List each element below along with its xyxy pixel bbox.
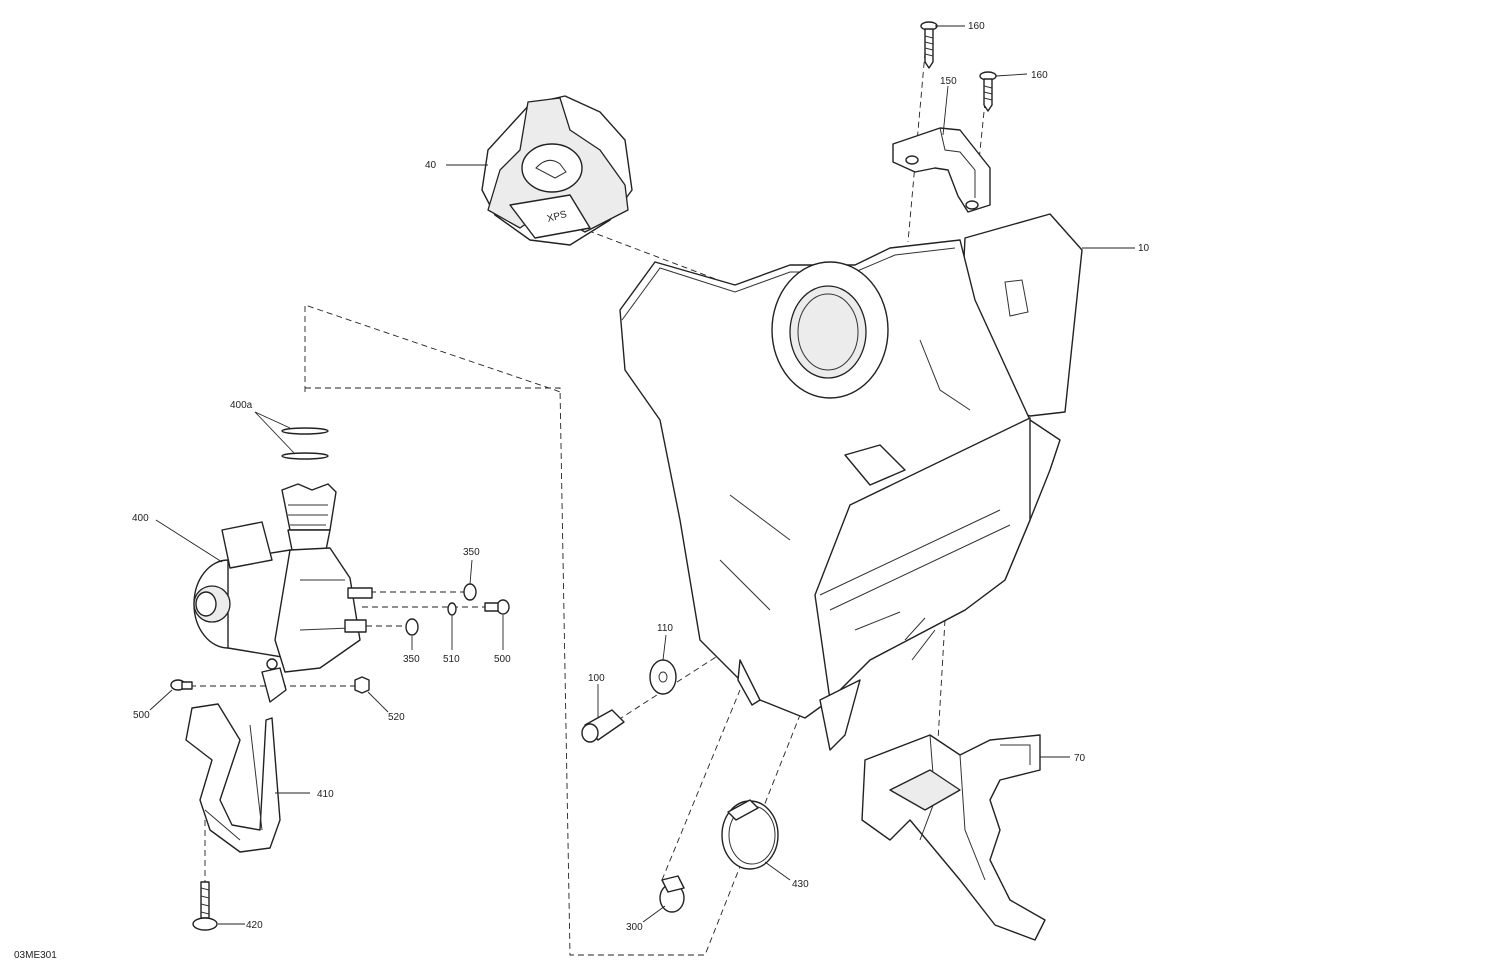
oil-pump-400: [193, 483, 373, 703]
callout-40: 40: [425, 160, 437, 171]
callout-160-top: 160: [968, 21, 985, 32]
washer-510: [447, 602, 457, 616]
clamp-430: [721, 799, 779, 870]
banjo-washer-350-upper: [463, 583, 477, 601]
strap-410: [185, 703, 281, 853]
callout-500-right: 500: [494, 654, 511, 665]
callout-510: 510: [443, 654, 460, 665]
washer-110: [649, 659, 677, 695]
screw-160-top: [920, 21, 938, 69]
nut-520: [354, 676, 370, 694]
callout-400a: 400a: [230, 400, 253, 411]
oil-cap-40: XPS: [481, 95, 633, 246]
callout-400: 400: [132, 513, 149, 524]
leader-lines: [149, 25, 1135, 925]
callout-150: 150: [940, 76, 957, 87]
banjo-washer-350-lower: [405, 618, 419, 636]
bracket-150: [892, 127, 991, 213]
cap-brand-text: XPS: [546, 209, 568, 225]
callout-350-lower: 350: [403, 654, 420, 665]
oil-can-icon: [535, 159, 567, 179]
bolt-500-right: [484, 599, 510, 615]
callout-70: 70: [1074, 753, 1086, 764]
support-bracket-70: [861, 734, 1046, 941]
screw-420: [192, 881, 218, 931]
clamp-300: [659, 875, 685, 913]
callout-110: 110: [657, 623, 673, 634]
callout-420: 420: [246, 920, 263, 931]
oil-tank-10: [619, 213, 1083, 751]
callout-labels: 160 160 150 40 10 400a 400 350 350 510 5…: [132, 21, 1150, 933]
callout-430: 430: [792, 879, 809, 890]
bolt-500-left: [170, 679, 193, 691]
bolt-100: [581, 709, 625, 743]
callout-500-left: 500: [133, 710, 150, 721]
callout-10: 10: [1138, 243, 1150, 254]
o-rings-400a: [281, 427, 329, 460]
callout-520: 520: [388, 712, 405, 723]
callout-350-upper: 350: [463, 547, 480, 558]
drawing-number: 03ME301: [14, 950, 57, 961]
callout-100: 100: [588, 673, 605, 684]
callout-160-right: 160: [1031, 70, 1048, 81]
callout-300: 300: [626, 922, 643, 933]
screw-160-right: [979, 71, 997, 112]
callout-410: 410: [317, 789, 334, 800]
